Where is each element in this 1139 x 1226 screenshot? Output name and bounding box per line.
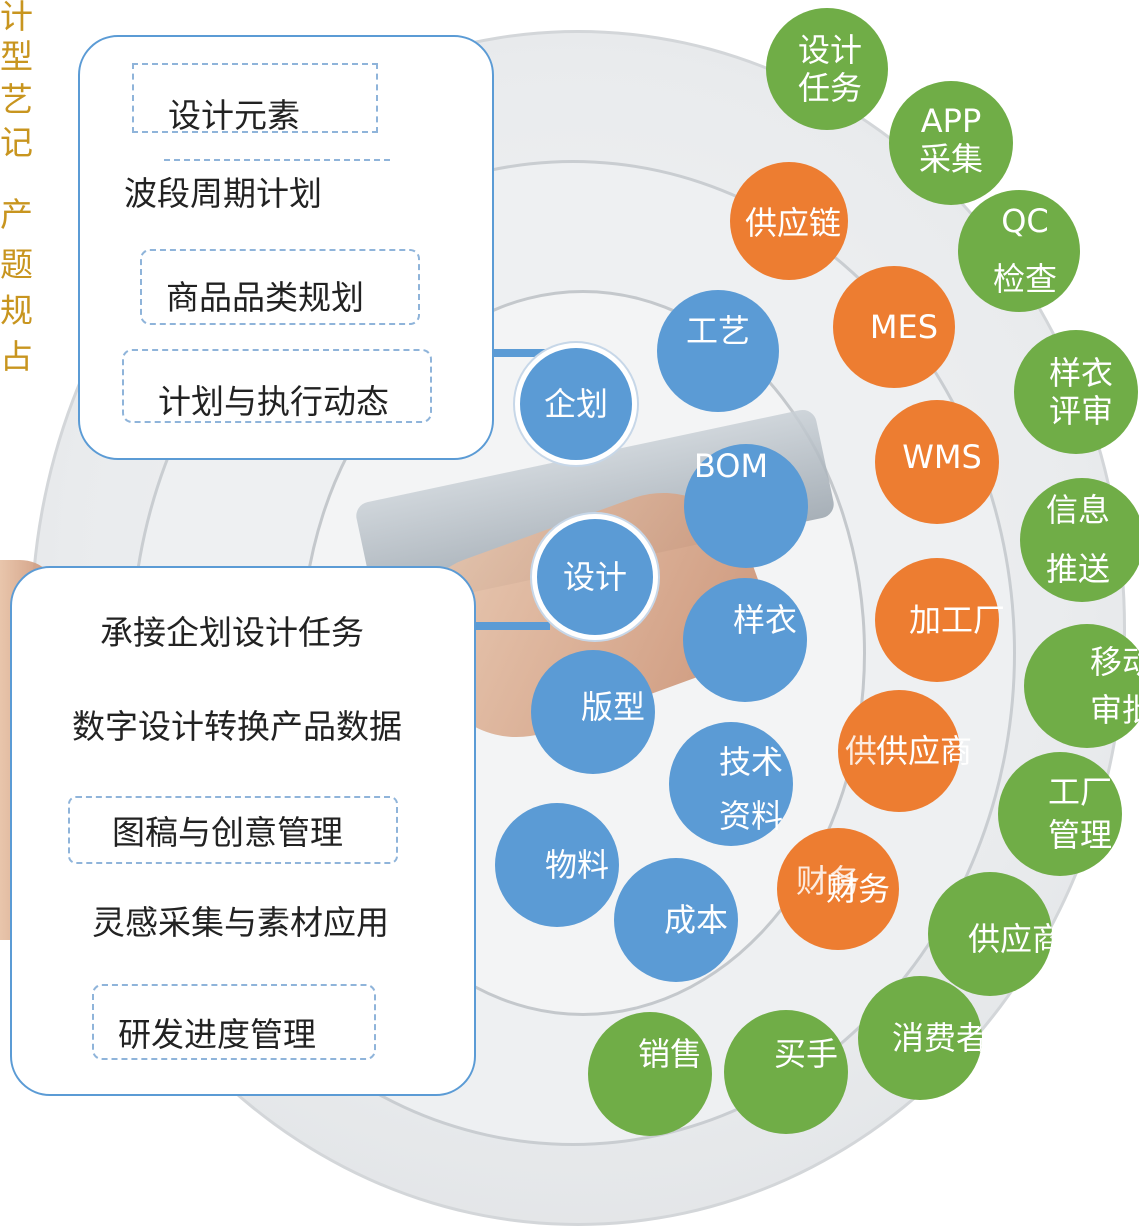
- node-factory-label: 加工厂: [909, 600, 1006, 639]
- node-sales[interactable]: 销售: [588, 1012, 712, 1136]
- planning-connector: [490, 349, 550, 357]
- node-sample-label: 样衣: [732, 600, 797, 639]
- node-qc-check[interactable]: QC 检查: [958, 190, 1080, 312]
- edge-fragment: 产: [0, 195, 33, 234]
- node-sales-label: 销售: [637, 1034, 702, 1073]
- node-mes[interactable]: MES: [833, 266, 955, 388]
- node-supply-chain-label: 供应链: [744, 203, 841, 242]
- edge-fragment: 规: [0, 291, 33, 330]
- node-tech-line2: 资料: [718, 797, 783, 835]
- node-cost[interactable]: 成本: [614, 858, 738, 982]
- planning-divider: [164, 159, 390, 161]
- design-item-digital-conversion: 数字设计转换产品数据: [72, 707, 402, 746]
- edge-fragment: 型: [0, 37, 33, 76]
- planning-item-frame: [132, 63, 378, 133]
- design-item-frame: [68, 796, 398, 864]
- node-cost-label: 成本: [663, 900, 728, 939]
- planning-panel: 设计元素 波段周期计划 商品品类规划 计划与执行动态: [78, 35, 494, 460]
- node-sample[interactable]: 样衣: [683, 578, 807, 702]
- node-qc-line2: 检查: [992, 260, 1057, 298]
- node-mobile-line1: 移动: [1090, 643, 1139, 681]
- design-connector: [470, 622, 550, 630]
- planning-item-design-elements: 设计元素: [168, 96, 300, 135]
- node-material[interactable]: 物料: [495, 803, 619, 927]
- node-supply-chain[interactable]: 供应链: [730, 162, 848, 280]
- design-item-accept-tasks: 承接企划设计任务: [100, 613, 364, 652]
- node-app-line2: 采集: [918, 140, 983, 178]
- node-factory-management[interactable]: 工厂管理: [998, 752, 1122, 876]
- node-material-label: 物料: [544, 845, 609, 884]
- node-pattern[interactable]: 版型: [531, 650, 655, 774]
- node-mobile-line2: 审批: [1090, 691, 1139, 729]
- node-factory-mgmt-line2: 管理: [1047, 816, 1112, 854]
- node-tech-docs[interactable]: 技术资料: [669, 722, 793, 846]
- node-finance[interactable]: 财务: [777, 828, 899, 950]
- node-tech-line1: 技术: [718, 742, 783, 781]
- node-buyer-label: 买手: [773, 1034, 838, 1073]
- node-craft-label: 工艺: [685, 311, 750, 350]
- node-bom-label: BOM: [693, 446, 769, 485]
- node-consumer-label: 消费者: [892, 1018, 982, 1057]
- design-item-artwork-management: 图稿与创意管理: [112, 813, 343, 852]
- node-sample-review-line2: 评审: [1048, 392, 1113, 430]
- planning-item-frame: [140, 249, 420, 325]
- node-wms-label: WMS: [902, 437, 982, 476]
- node-supplier[interactable]: 供应商: [838, 690, 972, 812]
- node-info-push[interactable]: 信息推送: [1020, 478, 1139, 602]
- node-finance-label: 财务: [825, 869, 890, 908]
- node-app-line1: APP: [920, 101, 982, 140]
- node-consumer[interactable]: 消费者: [858, 976, 982, 1100]
- node-buyer[interactable]: 买手: [724, 1010, 848, 1134]
- edge-fragment: 记: [0, 123, 33, 162]
- node-factory[interactable]: 加工厂: [875, 558, 1005, 682]
- node-supplier-label: 供应商: [876, 731, 973, 770]
- edge-fragment: 艺: [0, 80, 33, 119]
- design-item-progress: 研发进度管理: [118, 1015, 316, 1054]
- node-design-task[interactable]: 设计任务: [766, 8, 888, 130]
- node-qc-line1: QC: [1001, 202, 1049, 241]
- planning-item-frame: [122, 349, 432, 423]
- node-mes-label: MES: [869, 307, 939, 346]
- node-info-line2: 推送: [1045, 550, 1110, 588]
- node-design-task-line1: 设计: [797, 30, 862, 69]
- finance-overlap-text: 财务: [796, 862, 861, 900]
- node-planning[interactable]: 企划: [515, 343, 637, 465]
- planning-item-plan-execution: 计划与执行动态: [158, 382, 389, 421]
- edge-fragment: 占: [0, 337, 33, 376]
- node-wms[interactable]: WMS: [875, 400, 999, 524]
- node-design-task-line2: 任务: [797, 69, 862, 107]
- planning-item-category-plan: 商品品类规划: [166, 278, 364, 317]
- node-info-line1: 信息: [1045, 490, 1110, 529]
- node-design-label: 设计: [562, 557, 627, 596]
- node-supplier-green-label: 供应商: [968, 919, 1052, 958]
- supplier-overlap-text: 供: [845, 732, 878, 770]
- design-item-inspiration: 灵感采集与素材应用: [92, 903, 389, 942]
- design-panel: 承接企划设计任务 数字设计转换产品数据 图稿与创意管理 灵感采集与素材应用 研发…: [10, 566, 476, 1096]
- edge-fragment: 题: [0, 245, 33, 284]
- node-bom[interactable]: BOM: [684, 444, 808, 568]
- node-sample-review-line1: 样衣: [1048, 353, 1113, 392]
- node-planning-label: 企划: [543, 384, 608, 423]
- edge-fragment: 计: [0, 0, 33, 36]
- node-mobile-approval[interactable]: 移动审批: [1024, 624, 1139, 748]
- node-craft[interactable]: 工艺: [657, 290, 779, 412]
- node-supplier-green[interactable]: 供应商: [928, 872, 1052, 996]
- node-design[interactable]: 设计: [532, 514, 658, 640]
- node-pattern-label: 版型: [580, 687, 645, 726]
- node-sample-review[interactable]: 样衣评审: [1014, 330, 1138, 454]
- planning-item-wave-cycle-plan: 波段周期计划: [124, 174, 322, 213]
- node-factory-mgmt-line1: 工厂: [1047, 772, 1112, 811]
- design-item-frame: [92, 984, 376, 1060]
